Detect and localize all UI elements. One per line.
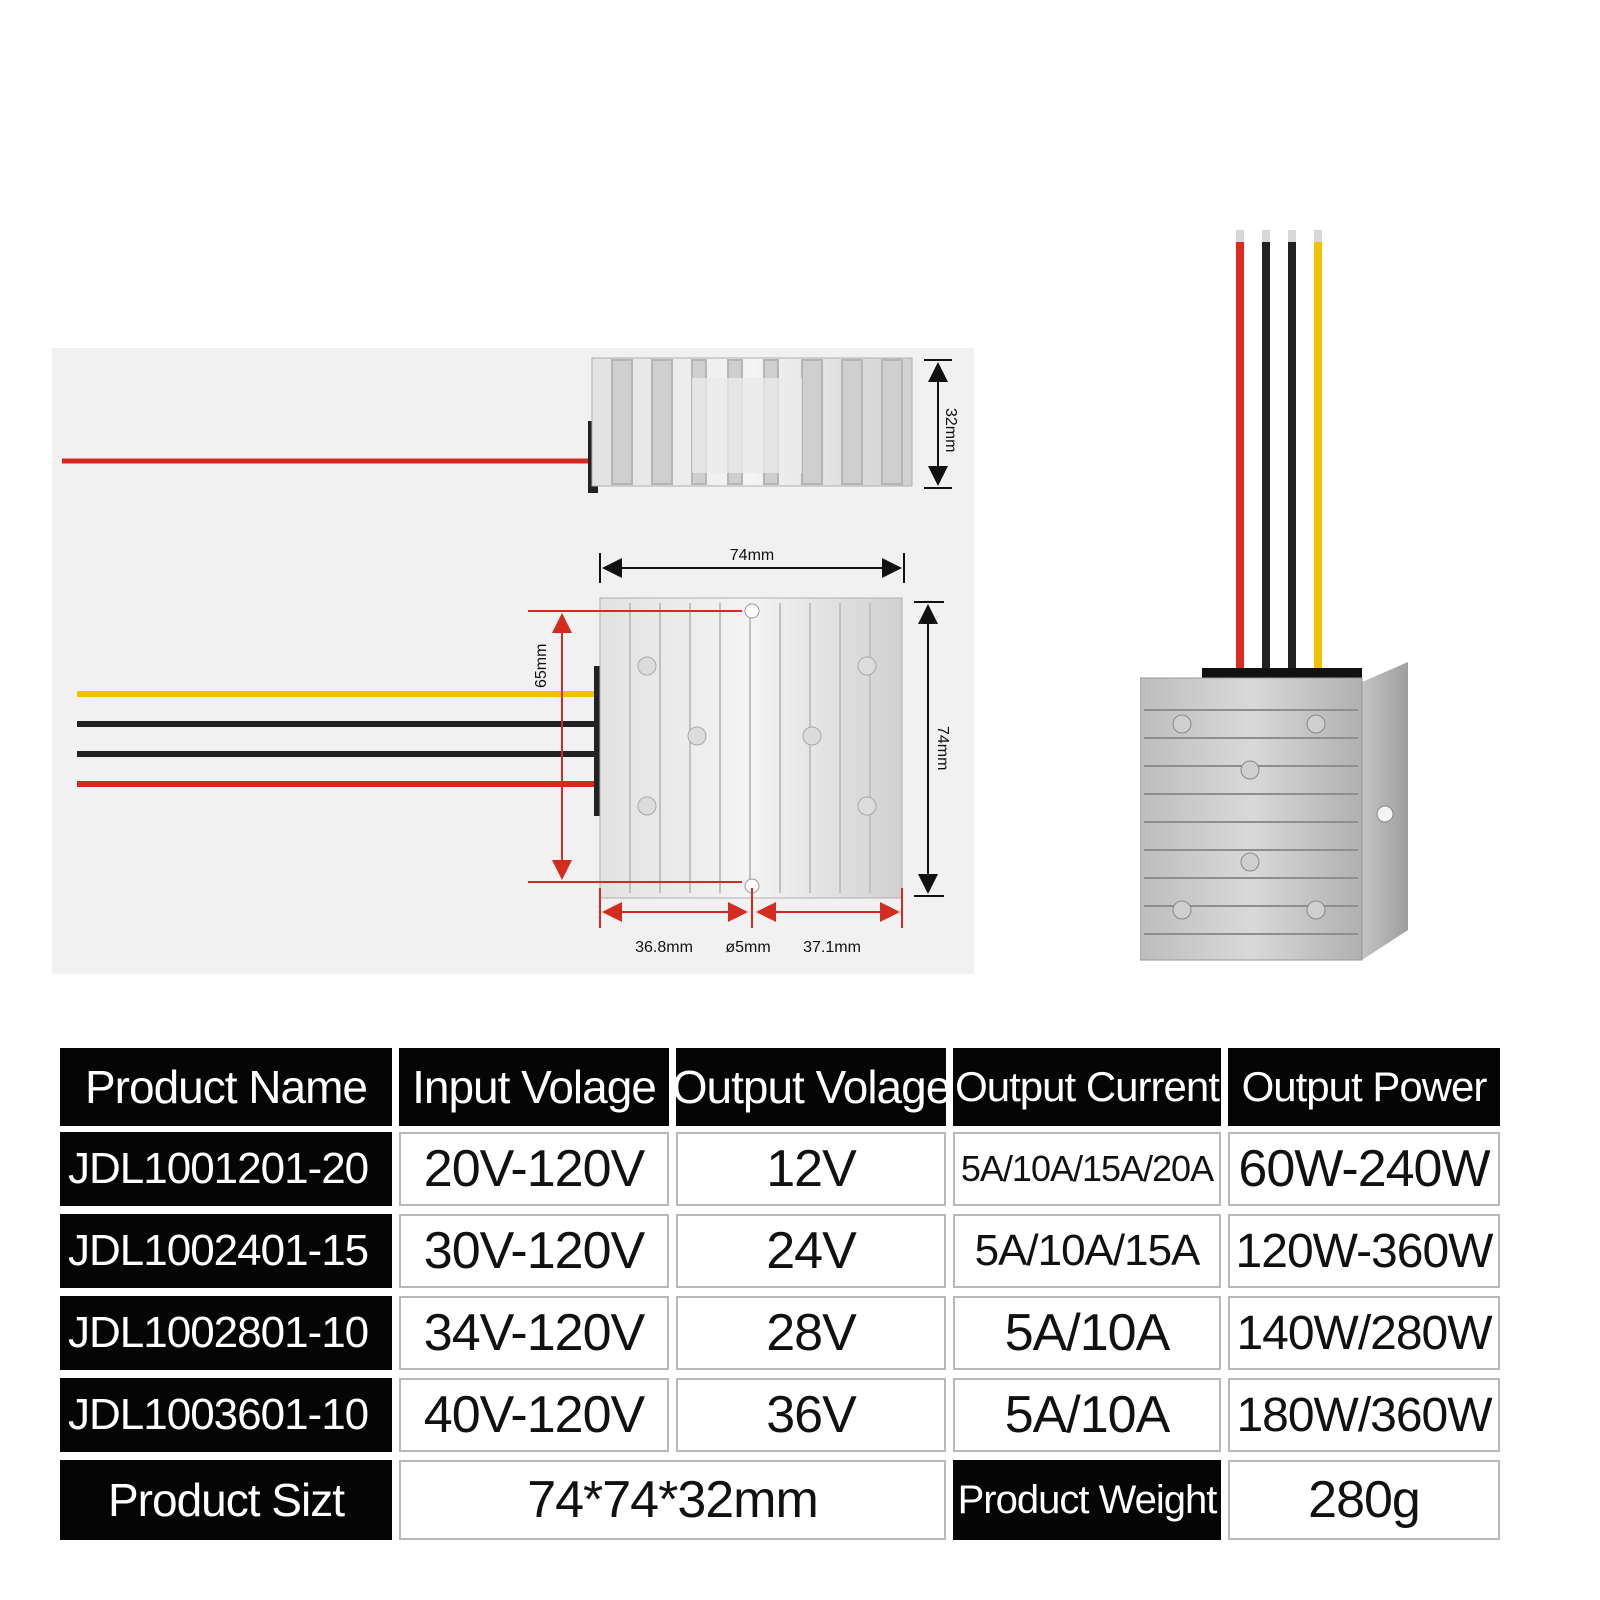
product-weight-label: Product Weight [953,1460,1221,1540]
row-output-voltage: 24V [676,1214,946,1288]
product-photo [1140,230,1460,990]
right-offset-label: 37.1mm [803,939,861,956]
row-input-voltage: 34V-120V [399,1296,669,1370]
product-weight-value: 280g [1228,1460,1500,1540]
row-input-voltage: 30V-120V [399,1214,669,1288]
row-output-current: 5A/10A/15A/20A [953,1132,1221,1206]
top-view: 74mm [77,547,951,956]
row-input-voltage: 40V-120V [399,1378,669,1452]
header-output-voltage: Output Volage [676,1048,946,1126]
row-output-power: 120W-360W [1228,1214,1500,1288]
dimension-diagram: 32mm 74mm [52,348,974,974]
row-output-power: 140W/280W [1228,1296,1500,1370]
product-size-value: 74*74*32mm [399,1460,946,1540]
row-output-power: 180W/360W [1228,1378,1500,1452]
row-output-power: 60W-240W [1228,1132,1500,1206]
header-output-current: Output Current [953,1048,1221,1126]
row-output-current: 5A/10A/15A [953,1214,1221,1288]
header-product-name: Product Name [60,1048,392,1126]
mounting-hole [1376,805,1394,823]
width-dimension-label: 74mm [730,547,774,564]
row-product-name: JDL1002801-10 [60,1296,392,1370]
hole-spacing-label: 65mm [533,644,550,688]
row-output-current: 5A/10A [953,1296,1221,1370]
row-output-current: 5A/10A [953,1378,1221,1452]
row-output-voltage: 12V [676,1132,946,1206]
mounting-hole [744,603,760,619]
cable-gland [594,666,604,816]
left-offset-label: 36.8mm [635,939,693,956]
depth-dimension-label: 74mm [934,726,951,770]
row-output-voltage: 28V [676,1296,946,1370]
product-size-label: Product Sizt [60,1460,392,1540]
row-input-voltage: 20V-120V [399,1132,669,1206]
header-input-voltage: Input Volage [399,1048,669,1126]
hole-diameter-label: ø5mm [725,939,770,956]
height-dimension-label: 32mm [942,408,959,452]
row-output-voltage: 36V [676,1378,946,1452]
row-product-name: JDL1003601-10 [60,1378,392,1452]
row-product-name: JDL1002401-15 [60,1214,392,1288]
side-view: 32mm [62,357,959,493]
spec-table: Product Name Input Volage Output Volage … [60,1048,1544,1552]
header-output-power: Output Power [1228,1048,1500,1126]
row-product-name: JDL1001201-20 [60,1132,392,1206]
